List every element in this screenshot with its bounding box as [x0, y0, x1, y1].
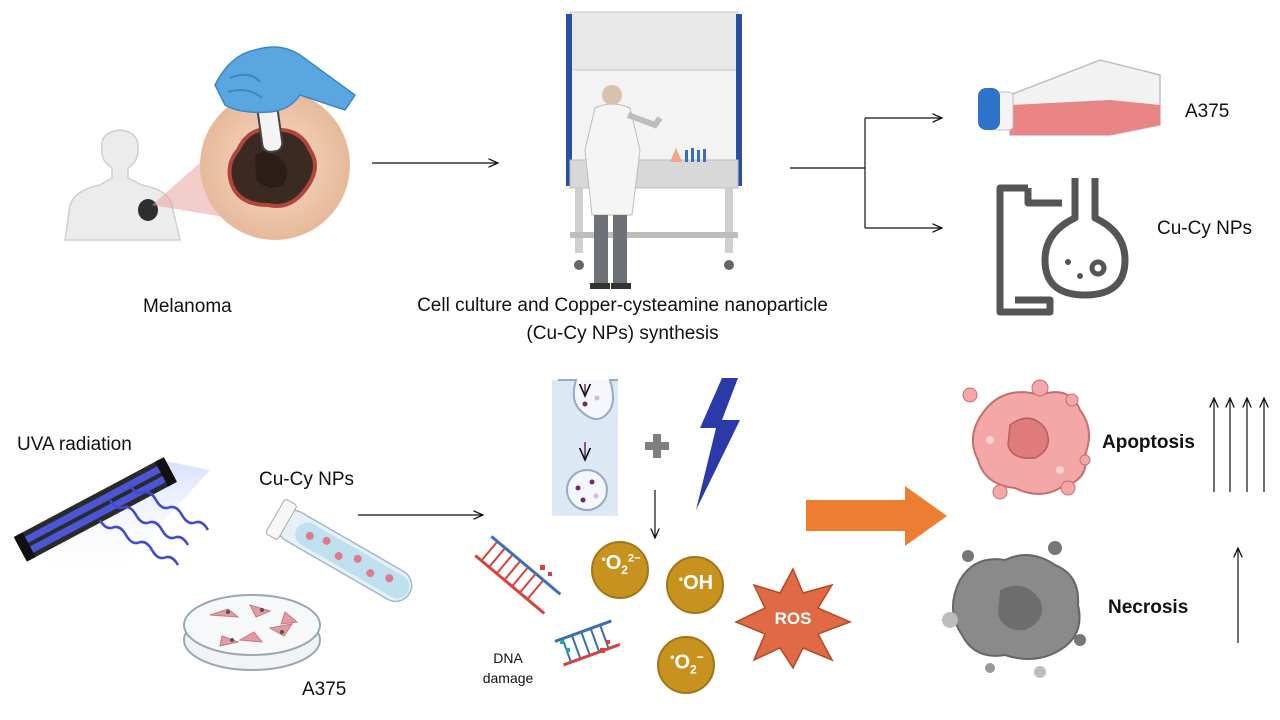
- ros-burst-icon: [734, 567, 852, 670]
- tumor-zoom-icon: [152, 46, 357, 240]
- melanoma-label: Melanoma: [143, 296, 232, 317]
- ros-ball-superoxide2: [591, 541, 649, 599]
- apoptotic-cell-icon: [962, 379, 1091, 500]
- uva-lamp-icon: [13, 457, 210, 580]
- dna-damage-label-line1: DNA: [493, 650, 523, 666]
- apoptosis-label: Apoptosis: [1102, 432, 1195, 453]
- synthesis-flask-icon: [996, 178, 1129, 316]
- endocytosis-icon: [552, 379, 618, 516]
- dna-damage-label-line2: damage: [482, 670, 534, 686]
- lightning-icon: [696, 378, 740, 510]
- cucy-top-label: Cu-Cy NPs: [1157, 218, 1253, 239]
- apoptosis-increase-arrows: [1214, 398, 1264, 492]
- necrosis-label: Necrosis: [1108, 597, 1189, 618]
- dna-icon: [474, 535, 621, 667]
- necrotic-cell-icon: [942, 541, 1086, 678]
- a375-bottom-label: A375: [302, 679, 347, 700]
- a375-top-label: A375: [1185, 101, 1230, 122]
- synthesis-label-line2: (Cu-Cy NPs) synthesis: [526, 323, 719, 344]
- synthesis-label-line1: Cell culture and Copper-cysteamine nanop…: [417, 295, 828, 316]
- patient-icon: [64, 129, 181, 241]
- branch-arrows: [790, 118, 942, 228]
- petri-dish-icon: [183, 594, 321, 671]
- ros-ball-superoxide: [657, 636, 715, 694]
- superoxide2-label: •O22−: [601, 552, 641, 577]
- superoxide-label: •O2−: [670, 650, 704, 677]
- uv-waves-icon: [98, 484, 210, 566]
- ros-ball-hydroxyl: [666, 556, 724, 614]
- hydroxyl-label: •OH: [678, 572, 714, 594]
- biosafety-cabinet-icon: [566, 11, 742, 289]
- uva-label: UVA radiation: [17, 434, 132, 455]
- cucy-bottom-label: Cu-Cy NPs: [259, 469, 355, 490]
- orange-arrow: [806, 486, 947, 546]
- test-tube-icon: [265, 499, 413, 603]
- plus-icon: [645, 434, 669, 458]
- culture-flask-icon: [978, 59, 1161, 136]
- ros-burst-label: ROS: [774, 609, 812, 628]
